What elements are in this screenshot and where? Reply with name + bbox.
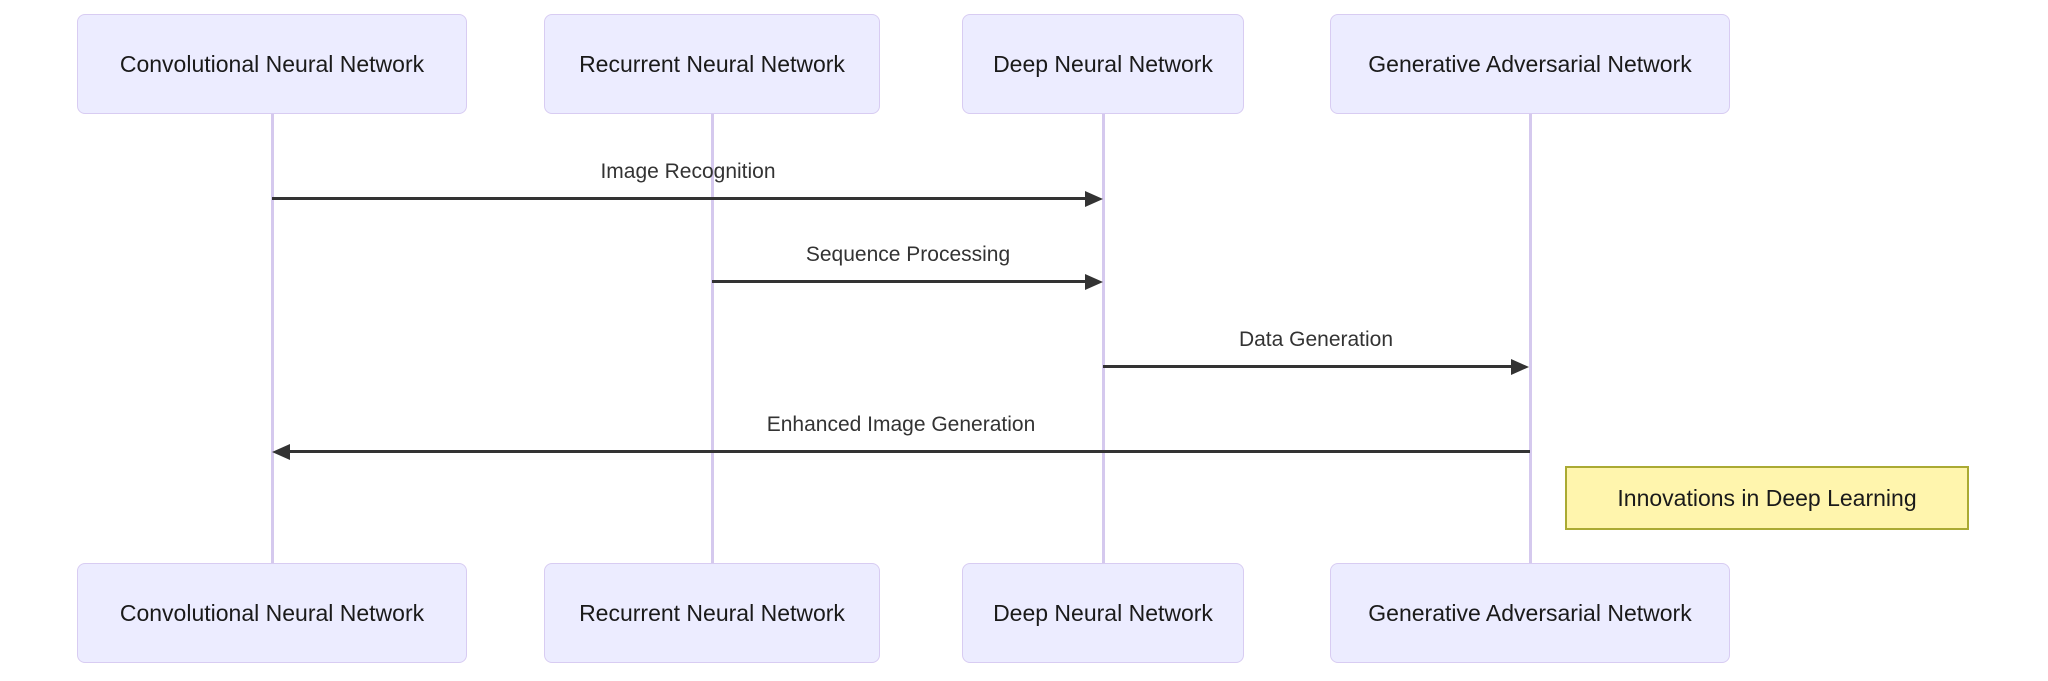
message-label-sequence-processing: Sequence Processing [805, 243, 1011, 266]
message-line [272, 197, 1089, 200]
note-label: Innovations in Deep Learning [1617, 484, 1917, 511]
actor-label: Recurrent Neural Network [579, 50, 845, 77]
arrowhead-right-icon [1085, 274, 1103, 290]
actor-bottom-cnn: Convolutional Neural Network [77, 563, 467, 663]
lifeline-cnn [271, 114, 274, 563]
arrowhead-right-icon [1511, 359, 1529, 375]
actor-label: Deep Neural Network [993, 599, 1213, 626]
actor-top-gan: Generative Adversarial Network [1330, 14, 1730, 114]
arrowhead-left-icon [272, 444, 290, 460]
actor-label: Convolutional Neural Network [119, 50, 425, 77]
actor-label: Convolutional Neural Network [119, 599, 425, 626]
actor-top-rnn: Recurrent Neural Network [544, 14, 880, 114]
actor-label: Generative Adversarial Network [1368, 599, 1692, 626]
actor-bottom-dnn: Deep Neural Network [962, 563, 1244, 663]
message-line [712, 280, 1089, 283]
lifeline-rnn [711, 114, 714, 563]
lifeline-dnn [1102, 114, 1105, 563]
message-line [286, 450, 1530, 453]
lifeline-gan [1529, 114, 1532, 563]
actor-bottom-rnn: Recurrent Neural Network [544, 563, 880, 663]
note-innovations-in-deep-learning: Innovations in Deep Learning [1565, 466, 1969, 530]
message-line [1103, 365, 1515, 368]
actor-top-dnn: Deep Neural Network [962, 14, 1244, 114]
actor-label: Recurrent Neural Network [579, 599, 845, 626]
message-label-enhanced-image-generation: Enhanced Image Generation [766, 413, 1036, 436]
arrowhead-right-icon [1085, 191, 1103, 207]
actor-label: Generative Adversarial Network [1368, 50, 1692, 77]
actor-bottom-gan: Generative Adversarial Network [1330, 563, 1730, 663]
actor-label: Deep Neural Network [993, 50, 1213, 77]
actor-top-cnn: Convolutional Neural Network [77, 14, 467, 114]
message-label-data-generation: Data Generation [1238, 328, 1394, 351]
message-label-image-recognition: Image Recognition [600, 160, 776, 183]
